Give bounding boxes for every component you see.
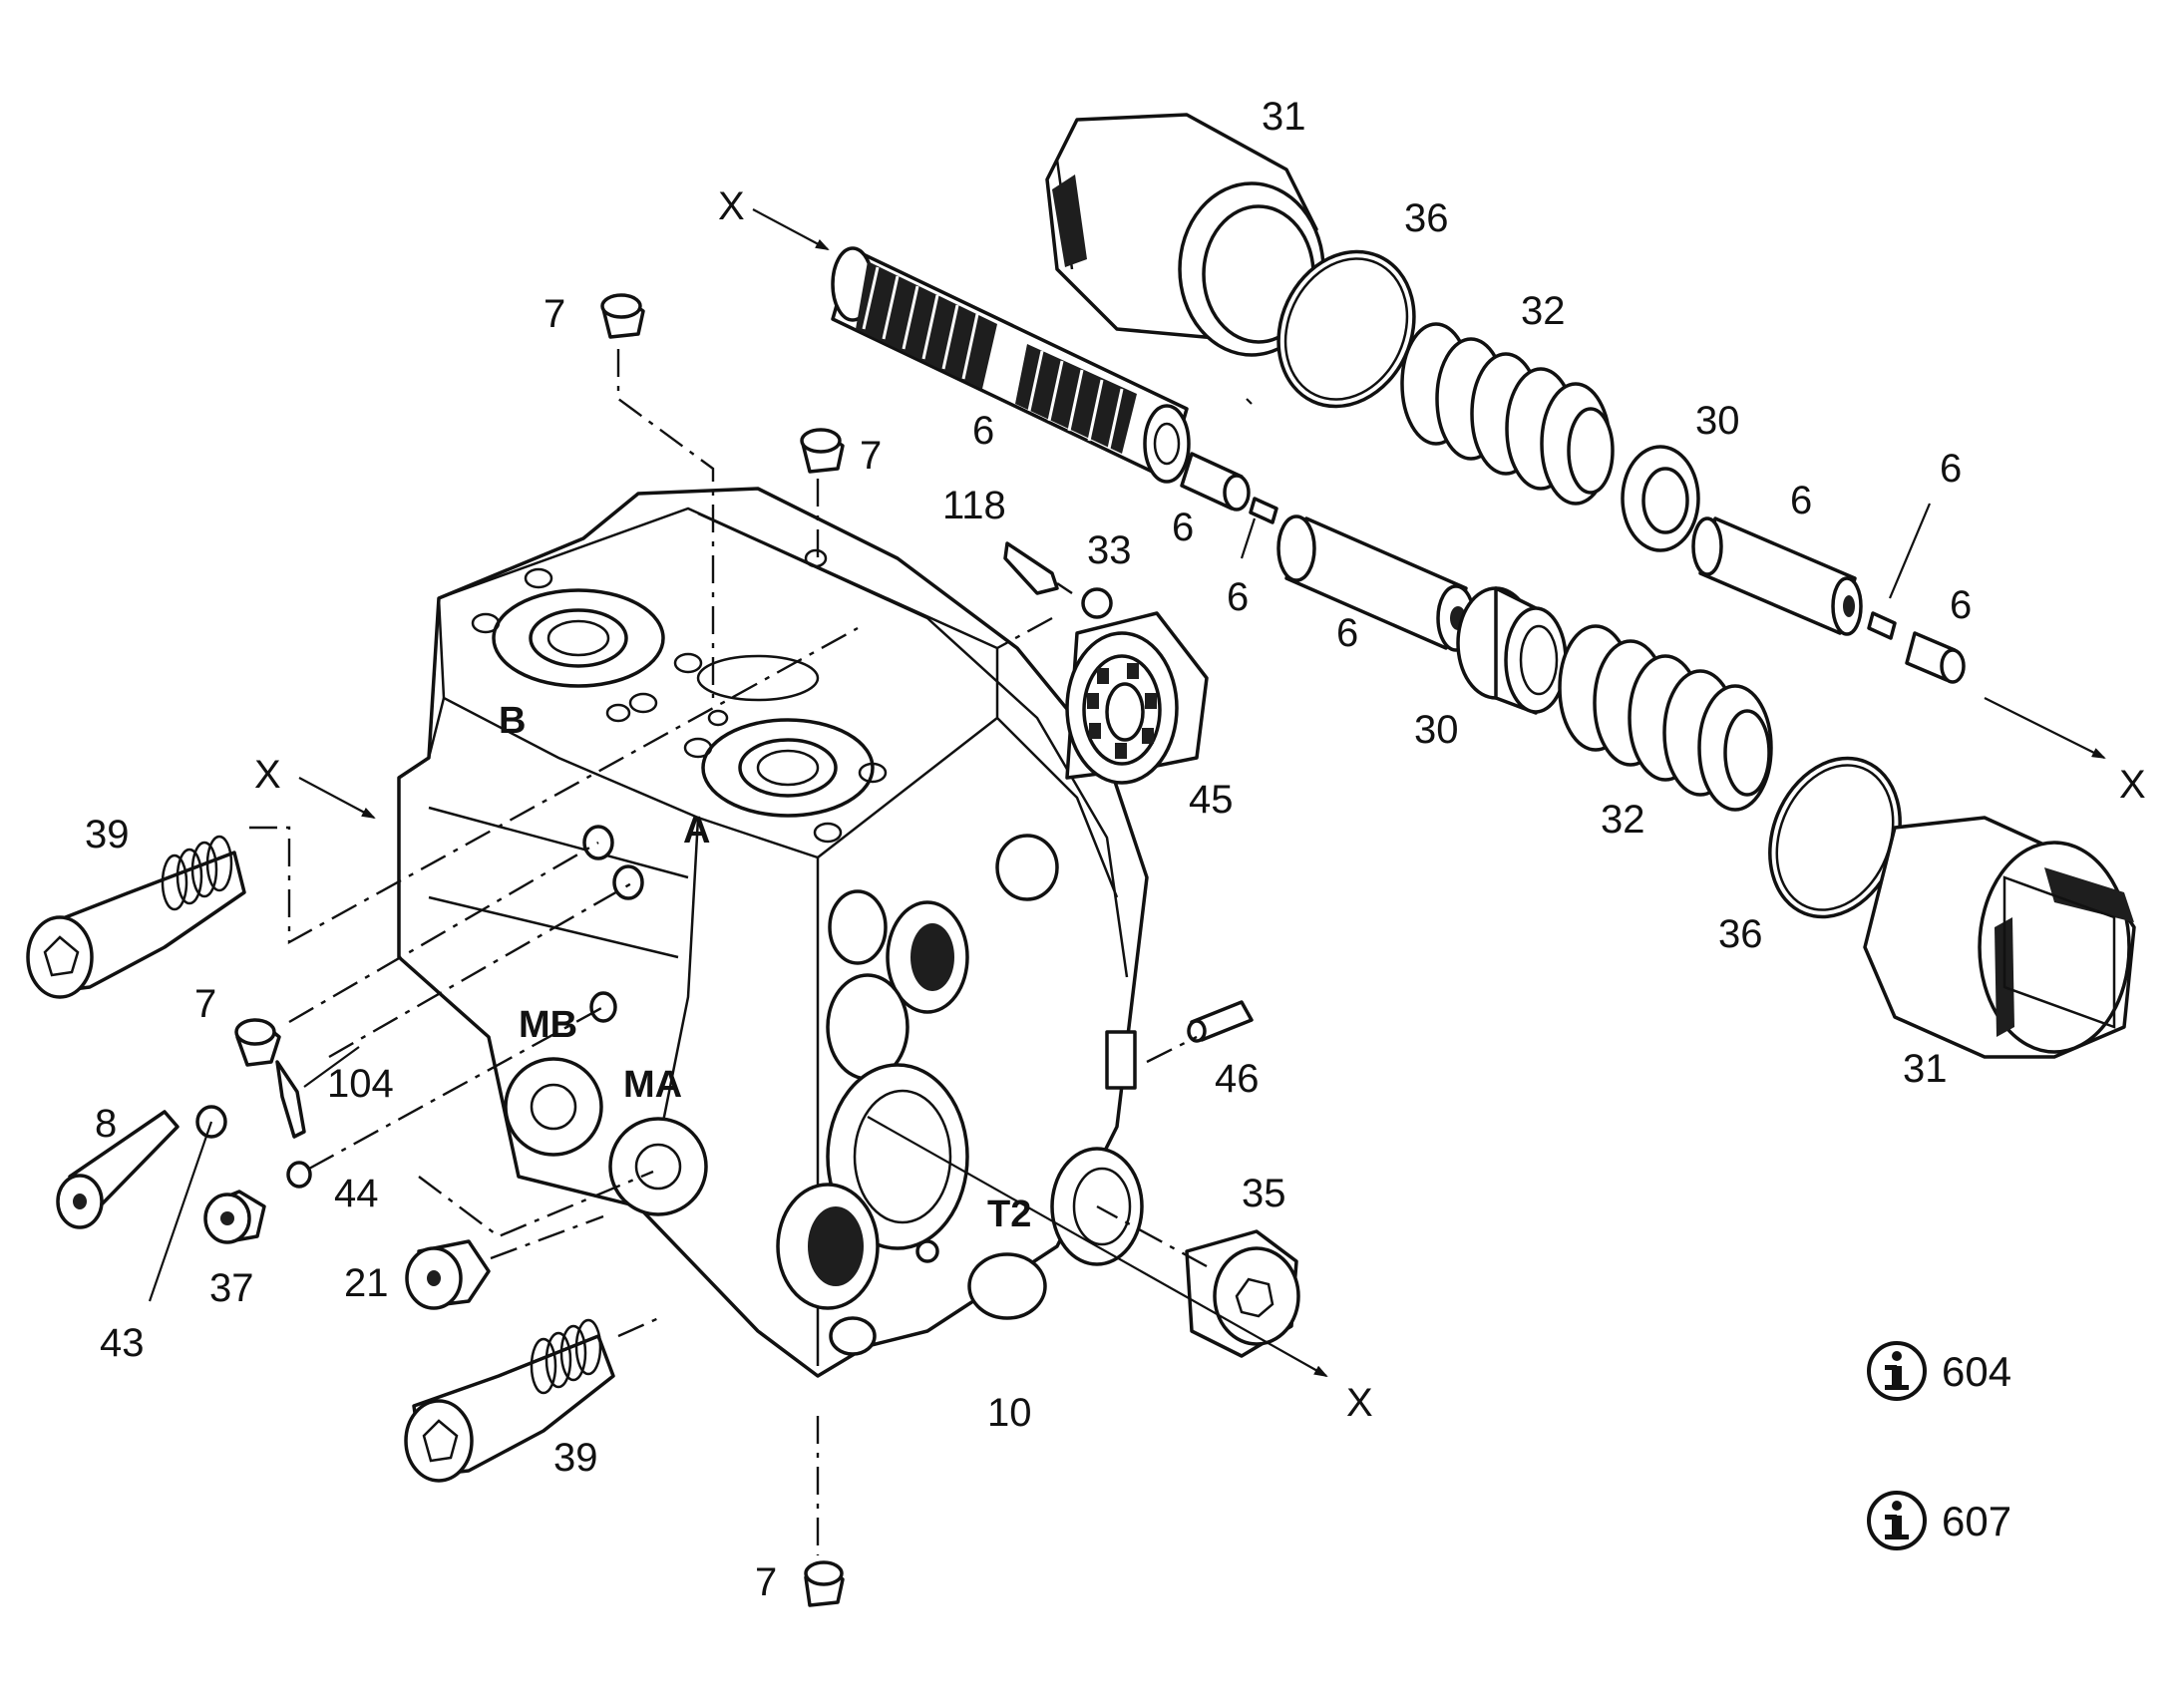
valve-cartridge-6	[831, 246, 1278, 524]
housing-body-10	[397, 487, 1149, 1378]
throttle-pin-104	[275, 1060, 306, 1139]
info-reference-607[interactable]: 607	[1867, 1491, 2011, 1550]
callout-6-pin: 6	[1227, 575, 1249, 619]
callout-31-lower: 31	[1903, 1047, 1948, 1091]
bolt-8	[56, 1110, 180, 1229]
port-stamp-ma: MA	[623, 1064, 682, 1106]
spring-seat-30-lower	[1456, 586, 1568, 715]
callout-labels: 31 36 32 30 6 6 6 6 6 6 6 7 7 7 7 118 33…	[85, 95, 1972, 1604]
callout-6-right-plug: 6	[1950, 583, 1972, 627]
throttle-pin-118	[1003, 541, 1073, 595]
callout-7-upper: 7	[860, 434, 882, 478]
port-stamp-a: A	[683, 810, 710, 852]
callout-6-plug: 6	[1172, 506, 1194, 549]
callout-32-upper: 32	[1521, 289, 1566, 333]
piston-6	[1276, 514, 1476, 652]
info-reference-number: 607	[1942, 1498, 2011, 1544]
section-mark-x-top: X	[718, 184, 745, 228]
spring-32-lower	[1558, 624, 1773, 812]
callout-33: 33	[1087, 528, 1132, 572]
bearing-45	[1065, 611, 1209, 785]
info-icon	[1867, 1491, 1927, 1550]
socket-screw-39-upper	[26, 835, 246, 999]
callout-6-piston: 6	[1336, 611, 1358, 655]
callout-21: 21	[344, 1261, 389, 1305]
pin-46	[1187, 1000, 1254, 1043]
section-mark-x-right: X	[2119, 763, 2146, 807]
plug-7-upper	[800, 428, 845, 474]
callout-39-lower: 39	[553, 1436, 598, 1480]
plug-7-top	[600, 293, 645, 339]
callout-7-bottom: 7	[755, 1560, 777, 1604]
callout-6-right-pin: 6	[1940, 447, 1962, 491]
callout-6-right-piston: 6	[1790, 479, 1812, 522]
section-arrows	[298, 208, 2106, 1377]
callout-36-lower: 36	[1718, 912, 1763, 956]
o-ring-36-upper	[1276, 249, 1416, 409]
info-reference-number: 604	[1942, 1348, 2011, 1395]
piston-6-right	[1691, 516, 1966, 684]
callout-45: 45	[1189, 778, 1234, 822]
callout-35: 35	[1242, 1172, 1286, 1215]
callout-7-top: 7	[544, 292, 565, 336]
callout-46: 46	[1215, 1057, 1260, 1101]
port-stamp-b: B	[499, 700, 526, 742]
plug-35	[1185, 1229, 1300, 1358]
callout-36-upper: 36	[1404, 196, 1449, 240]
callout-32-lower: 32	[1601, 798, 1645, 842]
plug-7-left	[234, 1018, 281, 1067]
end-cap-31-upper	[1045, 113, 1325, 357]
callout-44: 44	[334, 1172, 379, 1215]
port-stamp-t2: T2	[987, 1194, 1031, 1235]
callout-118: 118	[942, 484, 1006, 527]
socket-screw-39-lower	[404, 1318, 615, 1483]
callout-104: 104	[327, 1062, 394, 1106]
callout-31-upper: 31	[1262, 95, 1306, 139]
callout-8: 8	[95, 1102, 117, 1146]
section-mark-x-bottom: X	[1346, 1381, 1373, 1425]
callout-10: 10	[987, 1391, 1032, 1435]
o-ring-36-lower	[1768, 756, 1902, 919]
end-cap-31-lower	[1863, 816, 2136, 1059]
callout-7-left: 7	[194, 982, 216, 1026]
callout-39-upper: 39	[85, 813, 130, 856]
spring-seat-30-upper	[1621, 445, 1700, 552]
spring-32-upper	[1400, 322, 1615, 506]
info-icon	[1867, 1341, 1927, 1401]
nozzle-44	[286, 1161, 312, 1189]
callout-30-upper: 30	[1695, 399, 1740, 443]
plug-33	[1081, 587, 1113, 619]
leader-lines	[148, 349, 1932, 1555]
callout-30-lower: 30	[1414, 708, 1459, 752]
plug-7-bottom	[804, 1560, 845, 1607]
plug-21	[405, 1239, 491, 1310]
callout-6-cartridge: 6	[972, 409, 994, 453]
section-mark-x-left: X	[254, 753, 281, 797]
info-reference-604[interactable]: 604	[1867, 1341, 2011, 1401]
callout-43: 43	[100, 1321, 145, 1365]
port-stamp-mb: MB	[519, 1004, 577, 1046]
callout-37: 37	[209, 1266, 254, 1310]
plug-37	[203, 1190, 266, 1244]
